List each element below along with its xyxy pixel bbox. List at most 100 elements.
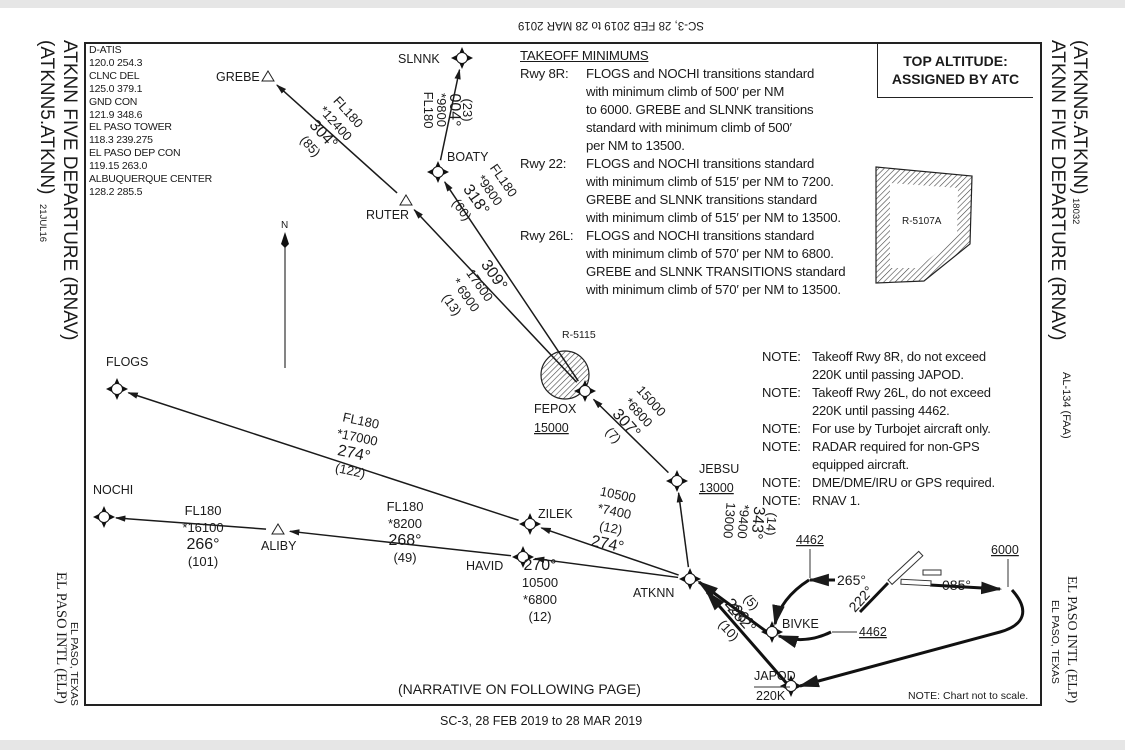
runway-minimums-text: FLOGS and NOCHI transitions standard wit…: [586, 66, 815, 153]
route-leg: [288, 529, 512, 557]
route-leg: [439, 68, 461, 161]
waypoint-speed-limit: 220K: [756, 689, 786, 703]
note: NOTE: Takeoff Rwy 8R, do not exceed 220K …: [762, 348, 995, 384]
note-label: NOTE:: [762, 475, 801, 490]
leg-mea: 10500: [522, 575, 558, 590]
waypoint-flogs[interactable]: FLOGS: [106, 355, 148, 400]
note-text: RADAR required for non-GPS equipped airc…: [812, 439, 980, 472]
top-altitude-line1: TOP ALTITUDE:: [903, 52, 1008, 69]
note-text: RNAV 1.: [812, 493, 861, 508]
waypoint-havid[interactable]: HAVID: [466, 546, 534, 573]
departure-paths: [697, 573, 1025, 688]
leg-course: 270°: [523, 557, 556, 574]
note-label: NOTE:: [762, 349, 801, 364]
waypoint-grebe[interactable]: GREBE: [216, 70, 275, 84]
leg-label-atknn-havid: 270°10500*6800(12): [522, 557, 558, 624]
north-arrow: N: [281, 220, 289, 368]
waypoint-japod[interactable]: JAPOD 220K: [754, 669, 802, 703]
rwy22-turn-path: [777, 630, 832, 648]
leg-course: 274°: [336, 442, 372, 466]
leg-dist: (12): [598, 518, 624, 537]
leg-dist: (49): [393, 550, 416, 565]
takeoff-min-row: Rwy 8R: FLOGS and NOCHI transitions stan…: [520, 65, 845, 155]
rnav-waypoint-icon: [519, 513, 541, 535]
takeoff-minimums: TAKEOFF MINIMUMS Rwy 8R: FLOGS and NOCHI…: [520, 47, 846, 299]
note-label: NOTE:: [762, 493, 801, 508]
waypoint-slnnk[interactable]: SLNNK: [398, 47, 473, 69]
waypoint-label: JAPOD: [754, 669, 796, 683]
waypoint-label: HAVID: [466, 559, 503, 573]
note-text: For use by Turbojet aircraft only.: [812, 421, 991, 436]
freq-name: EL PASO DEP CON: [89, 147, 181, 160]
leg-course: 266°: [186, 536, 219, 553]
runway-minimums-text: FLOGS and NOCHI transitions standard wit…: [586, 156, 841, 225]
waypoint-label: NOCHI: [93, 483, 133, 497]
alt-4462-right: 4462: [859, 625, 887, 639]
waypoint-label: RUTER: [366, 208, 409, 222]
leg-course: 274°: [589, 533, 625, 557]
waypoint-label: BIVKE: [782, 617, 819, 631]
runways: [887, 550, 942, 587]
waypoint-aliby[interactable]: ALIBY: [261, 523, 297, 553]
runway-minimums-text: FLOGS and NOCHI transitions standard wit…: [586, 228, 846, 297]
window-top-bar: [0, 0, 1125, 8]
runway-label: Rwy 22:: [520, 156, 567, 171]
freq-value: 125.0 379.1: [89, 82, 143, 95]
route-leg: [592, 398, 669, 474]
note: NOTE: RNAV 1.: [762, 492, 995, 510]
route-legs: [114, 68, 690, 579]
route-leg: [533, 556, 679, 579]
waypoints: GREBE SLNNK BOATY RUTER FLOGS FEPOX15000JEBSU…: [93, 47, 819, 703]
heading-085: 085°: [942, 577, 971, 593]
rwy8r-turn-path: [797, 588, 1025, 688]
rnav-waypoint-icon: [666, 470, 688, 492]
waypoint-label: SLNNK: [398, 52, 440, 66]
route-leg: [276, 84, 398, 194]
leg-dist: (23): [460, 98, 475, 121]
waypoint-label: ALIBY: [261, 539, 297, 553]
note: NOTE:DME/DME/IRU or GPS required.: [762, 474, 995, 492]
altitude-callouts: 4462 4462 6000 265° 222° 085°: [796, 533, 1019, 639]
note-label: NOTE:: [762, 439, 801, 454]
freq-value: 121.9 348.6: [89, 108, 143, 121]
rwy22-heading-path: [858, 581, 890, 614]
alt-4462-top: 4462: [796, 533, 824, 547]
waypoint-bivke[interactable]: BIVKE: [761, 617, 819, 643]
runway-label: Rwy 26L:: [520, 228, 574, 243]
narrative-note: (NARRATIVE ON FOLLOWING PAGE): [398, 681, 641, 697]
restricted-area-r5107a: R-5107A: [875, 166, 973, 284]
leg-moca: *6800: [523, 592, 557, 607]
leg-mea: FL180: [341, 409, 380, 431]
leg-mea: FL180: [185, 503, 222, 518]
note-text: Takeoff Rwy 8R, do not exceed 220K until…: [812, 349, 986, 382]
waypoint-triangle-icon: [399, 194, 413, 206]
takeoff-min-row: Rwy 26L: FLOGS and NOCHI transitions sta…: [520, 227, 846, 299]
waypoint-triangle-icon: [261, 70, 275, 82]
leg-course: 004°: [446, 93, 463, 126]
heading-265: 265°: [837, 572, 866, 588]
waypoint-boaty[interactable]: BOATY: [427, 150, 489, 183]
note-text: Takeoff Rwy 26L, do not exceed 220K unti…: [812, 385, 991, 418]
waypoint-altitude: 15000: [534, 421, 569, 435]
leg-mea: 10500: [599, 484, 637, 506]
leg-moca: *8200: [388, 516, 422, 531]
leg-mea: FL180: [421, 92, 436, 129]
waypoint-nochi[interactable]: NOCHI: [93, 483, 133, 528]
top-altitude-box: TOP ALTITUDE: ASSIGNED BY ATC: [877, 42, 1033, 98]
rnav-waypoint-icon: [679, 568, 701, 590]
restricted-area-r5115: R-5115: [540, 329, 596, 400]
north-label: N: [281, 220, 288, 231]
bivke-to-atknn-path: [697, 580, 768, 634]
waypoint-ruter[interactable]: RUTER: [366, 194, 413, 222]
waypoint-atknn[interactable]: ATKNN: [633, 568, 701, 600]
rnav-waypoint-icon: [93, 506, 115, 528]
waypoint-zilek[interactable]: ZILEK: [519, 507, 573, 535]
route-leg: [540, 527, 679, 576]
